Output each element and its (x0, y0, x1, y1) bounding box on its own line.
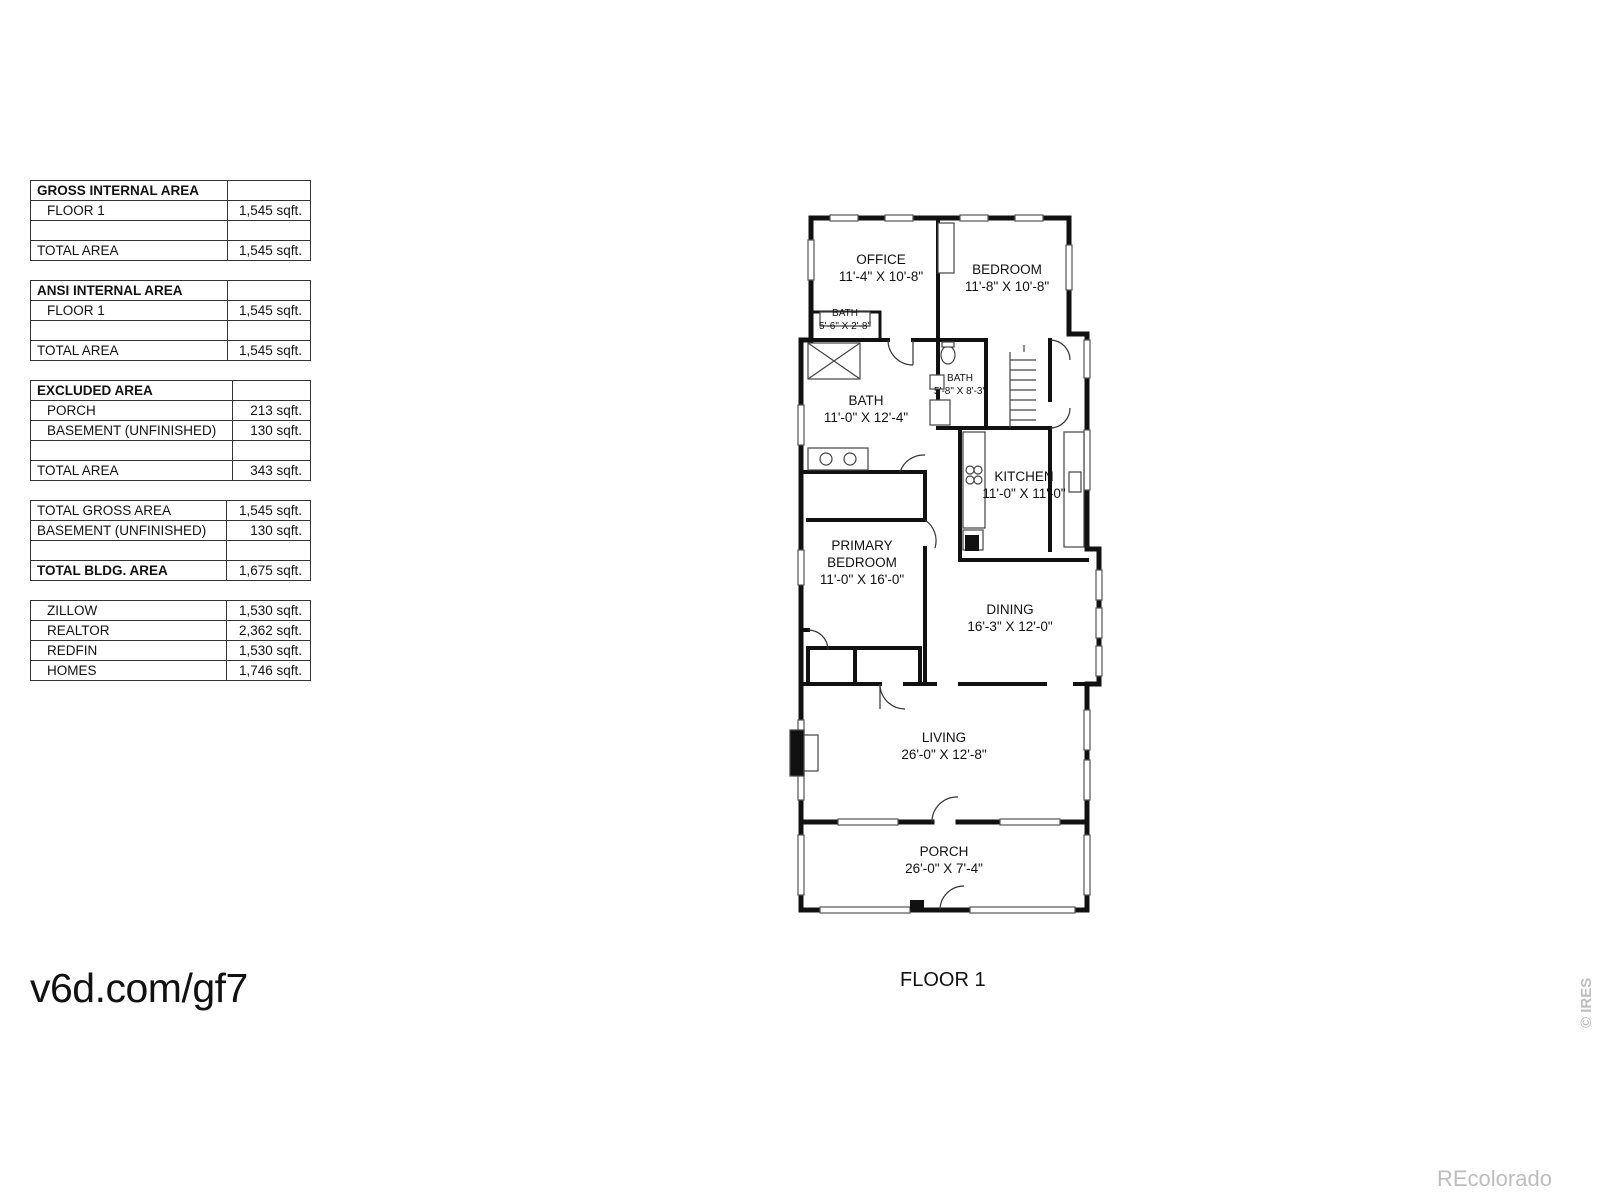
table-row-value: 1,545 sqft. (227, 240, 311, 261)
tour-url: v6d.com/gf7 (30, 965, 248, 1011)
porch-column (910, 900, 924, 910)
floor-label: FLOOR 1 (900, 969, 986, 991)
table-row-value: 130 sqft. (231, 420, 312, 441)
room-name-bath-small: BATH (832, 308, 858, 319)
doors (807, 339, 1071, 911)
room-dims-bath-small: 5'-6" X 2'-8" (819, 321, 872, 332)
table-row-value: 1,746 sqft. (225, 660, 312, 681)
room-name-office: OFFICE (856, 252, 906, 267)
room-dims-bath-main: 11'-0" X 12'-4" (824, 410, 908, 425)
room-dims-bath-half: 5'-8" X 8'-3" (934, 386, 987, 397)
table-row-value: 1,675 sqft. (225, 560, 312, 581)
fixtures (789, 222, 1085, 777)
room-name-bath-main: BATH (848, 393, 883, 408)
room-dims-office: 11'-4" X 10'-8" (839, 269, 923, 284)
kitchen-column (965, 535, 979, 551)
table-row-value: 2,362 sqft. (225, 620, 312, 641)
table-row-label: BASEMENT (UNFINISHED) (30, 420, 233, 441)
room-name-porch: PORCH (920, 844, 969, 859)
room-name-living: LIVING (922, 730, 966, 745)
room-dims-dining: 16'-3" X 12'-0" (967, 619, 1052, 634)
brand-watermark: REcolorado (1437, 1166, 1552, 1191)
room-dims-porch: 26'-0" X 7'-4" (905, 861, 983, 876)
table-row-label: HOMES (30, 660, 227, 681)
table-row-label: TOTAL AREA (30, 340, 228, 361)
table-row-label: TOTAL AREA (29, 240, 229, 261)
table-header: ANSI INTERNAL AREA (30, 280, 228, 301)
table-row-label: BASEMENT (UNFINISHED) (30, 520, 227, 541)
room-name-bedroom: BEDROOM (972, 262, 1042, 277)
room-name-bath-half: BATH (947, 373, 973, 384)
room-name-primary-1: PRIMARY (831, 538, 892, 553)
room-name-dining: DINING (986, 602, 1033, 617)
table-row-value: 1,545 sqft. (226, 300, 311, 321)
room-dims-primary: 11'-0" X 16'-0" (820, 572, 904, 587)
room-name-primary-2: BEDROOM (827, 555, 897, 570)
room-labels: OFFICE 11'-4" X 10'-8" BEDROOM 11'-8" X … (819, 252, 1066, 876)
room-dims-living: 26'-0" X 12'-8" (901, 747, 986, 762)
table-row-label: TOTAL AREA (30, 460, 233, 481)
table-row-label: TOTAL GROSS AREA (30, 500, 227, 521)
table-row-value: 1,545 sqft. (226, 340, 311, 361)
room-name-kitchen: KITCHEN (994, 469, 1053, 484)
copyright-watermark: © IRES (1578, 977, 1595, 1028)
room-dims-kitchen: 11'-0" X 11'-0" (982, 486, 1065, 501)
table-row-value: 343 sqft. (231, 460, 312, 481)
room-dims-bedroom: 11'-8" X 10'-8" (965, 279, 1049, 294)
